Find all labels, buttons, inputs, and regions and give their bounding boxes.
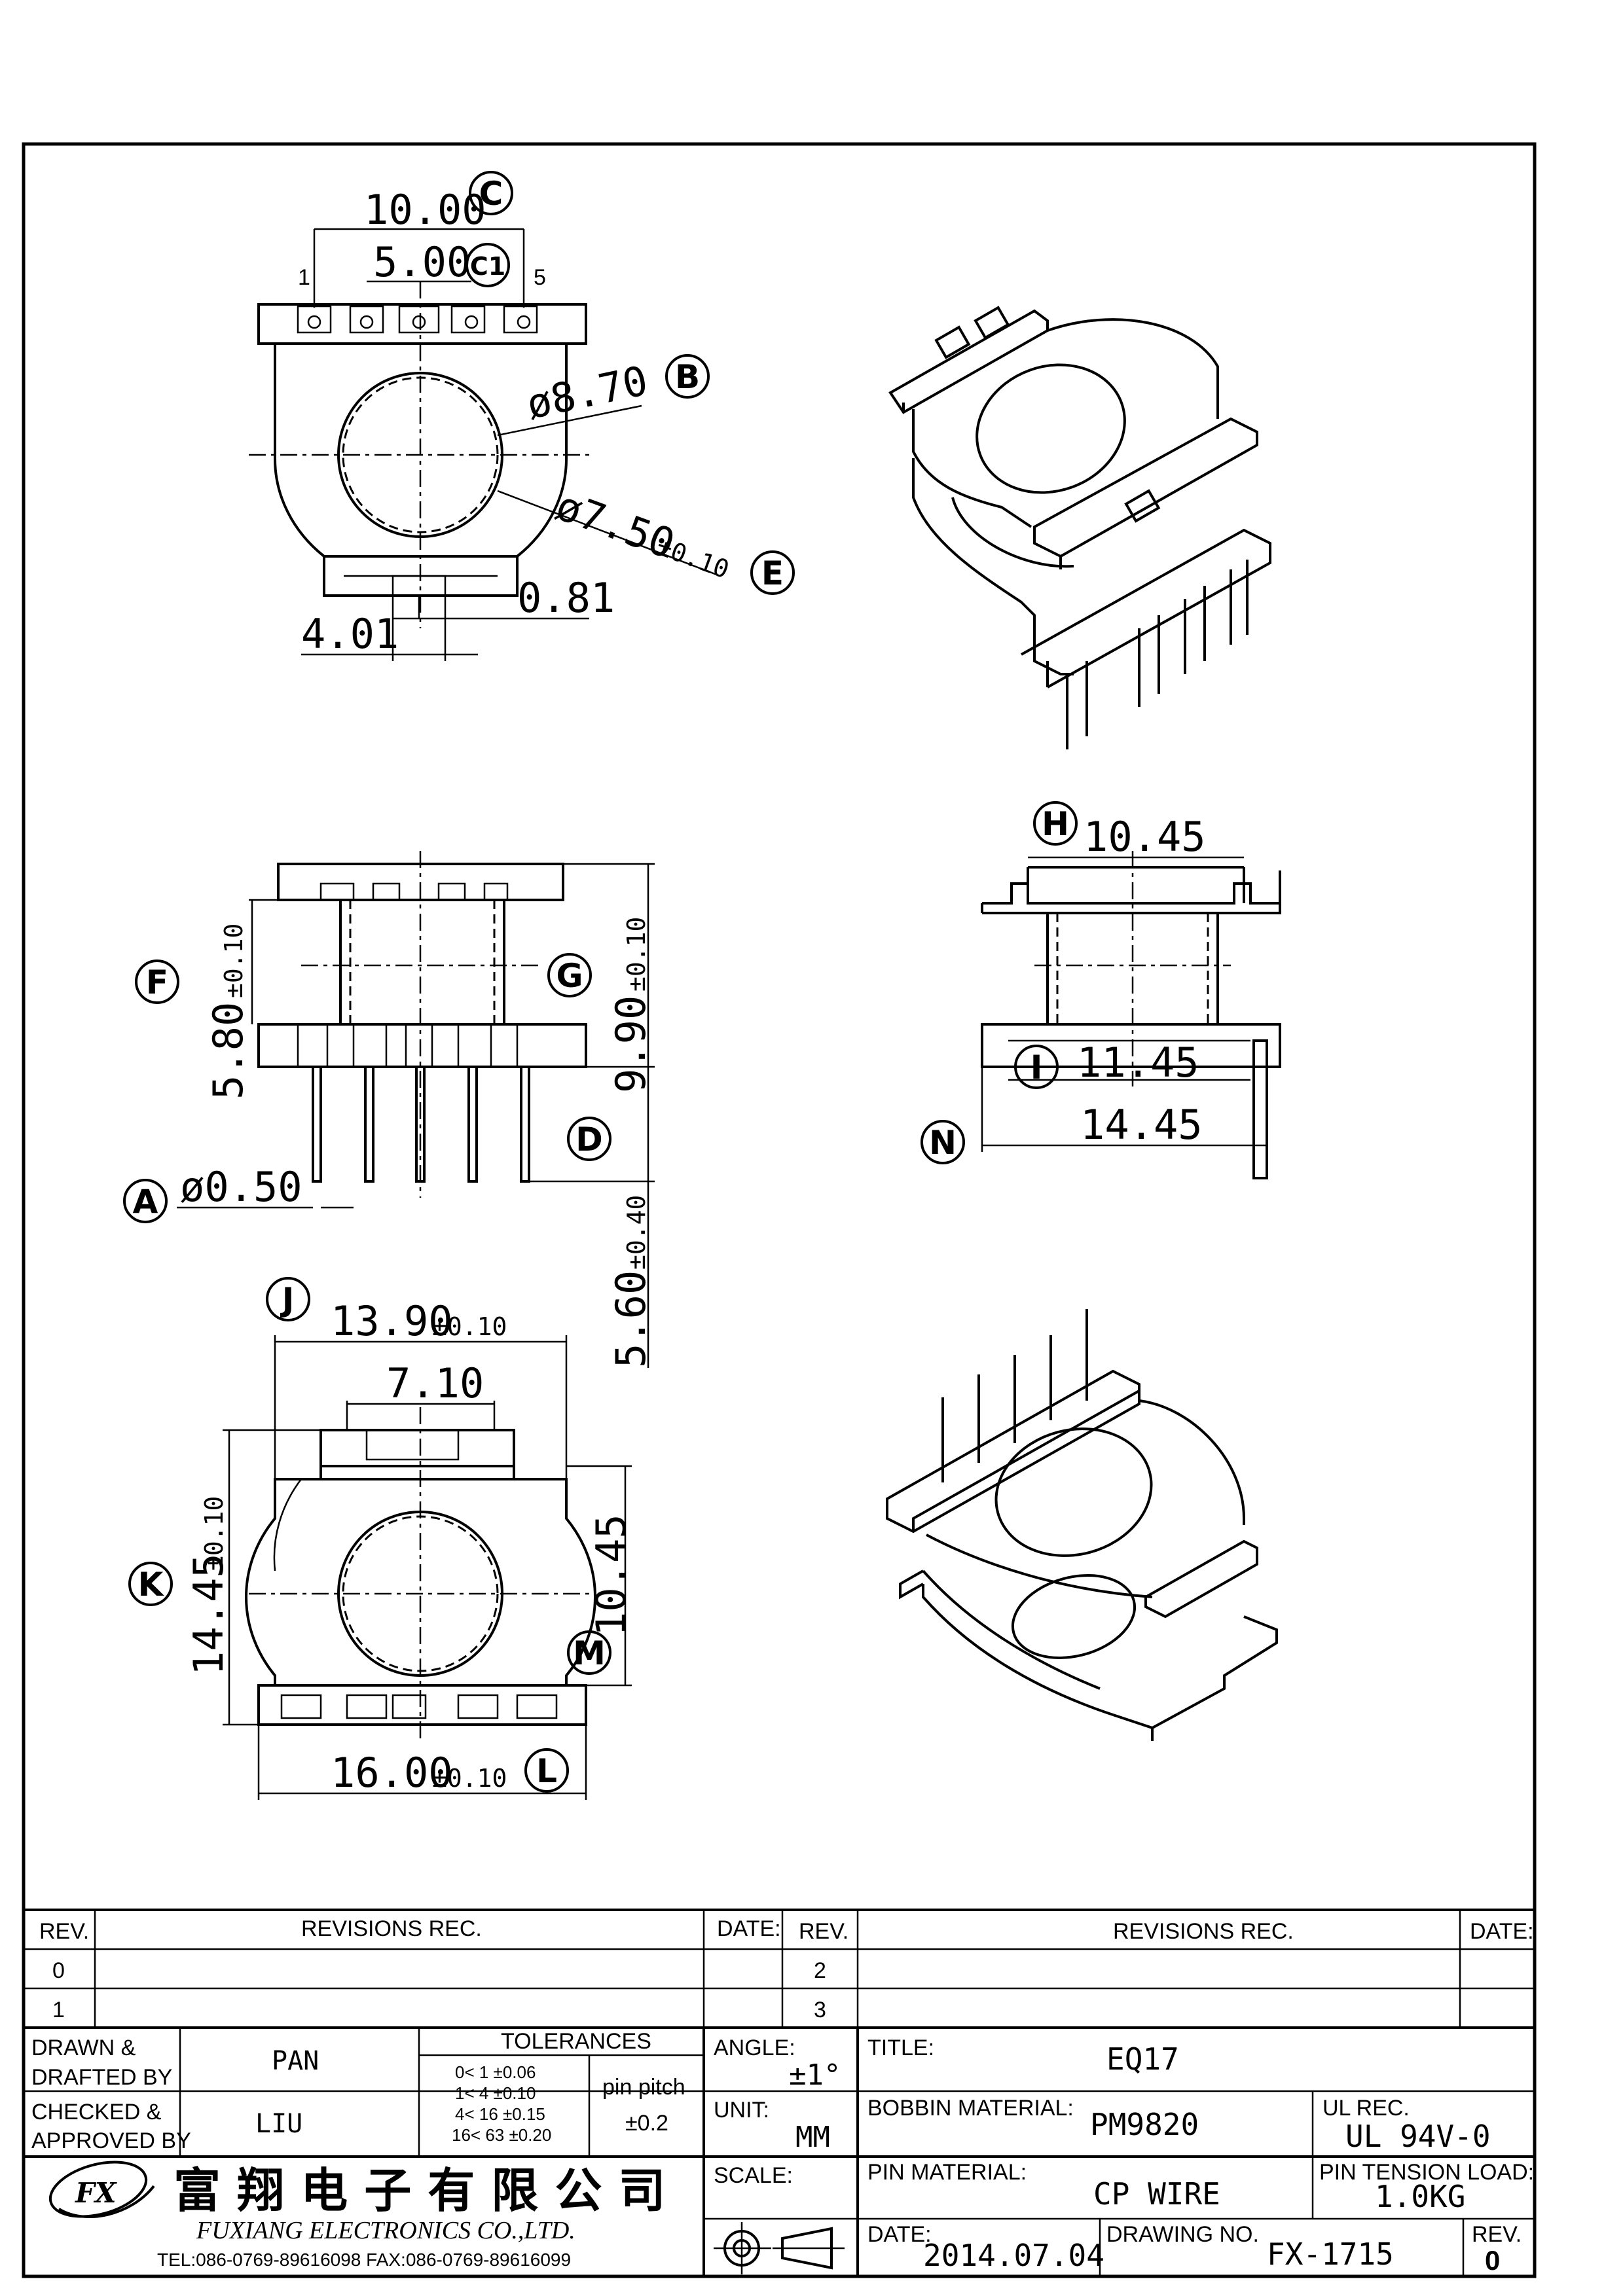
top-view: 10.00 C 5.00 C1 1 5 ø8.70 B ø7.50 ±0.10 …: [249, 171, 795, 661]
pin-material-label: PIN MATERIAL:: [867, 2160, 1027, 2185]
drawn-label-1: DRAWN &: [31, 2036, 136, 2060]
sheet-border: [22, 142, 1537, 2278]
drawing-no-value: FX-1715: [1267, 2236, 1394, 2272]
dim-j: 13.90: [331, 1297, 453, 1345]
title-value: EQ17: [1106, 2041, 1179, 2077]
revisions-header-left: REVISIONS REC.: [301, 1916, 482, 1941]
dim-n: 14.45: [1080, 1101, 1203, 1149]
dim-d: 5.60: [607, 1270, 655, 1368]
title-block: REV. REVISIONS REC. DATE: REV. REVISIONS…: [24, 1909, 1535, 2276]
label-j: J: [280, 1281, 295, 1319]
label-g: G: [556, 957, 583, 995]
label-l: L: [536, 1752, 557, 1790]
label-d: D: [575, 1121, 603, 1158]
label-k: K: [138, 1566, 165, 1604]
label-a: A: [133, 1183, 158, 1221]
pin-material-value: CP WIRE: [1093, 2176, 1220, 2212]
unit-value: MM: [795, 2121, 830, 2154]
company-en: FUXIANG ELECTRONICS CO.,LTD.: [196, 2217, 575, 2244]
pin-tension-label: PIN TENSION LOAD:: [1319, 2160, 1534, 2185]
pin-pitch-label: pin pitch: [602, 2075, 685, 2100]
drawn-label-2: DRAFTED BY: [31, 2065, 172, 2090]
logo-text: FX: [75, 2177, 117, 2209]
dim-k: 14.45: [185, 1553, 232, 1676]
ul-label: UL REC.: [1322, 2096, 1410, 2121]
dim-d-tol: ±0.40: [622, 1195, 651, 1270]
dim-k-tol: ±0.10: [200, 1496, 228, 1571]
dim-j-tol: ±0.10: [432, 1312, 507, 1341]
rev-row-2: 2: [814, 1958, 826, 1983]
drawing-no-label: DRAWING NO.: [1106, 2222, 1259, 2247]
tolerance-row-1: 0< 1 ±0.06: [455, 2062, 536, 2082]
angle-value: ±1°: [789, 2058, 841, 2092]
tolerance-row-3: 4< 16 ±0.15: [455, 2104, 545, 2124]
rev-label: REV.: [1472, 2222, 1522, 2247]
tolerances-label: TOLERANCES: [501, 2029, 651, 2054]
date-label: DATE:: [867, 2222, 932, 2247]
label-n: N: [929, 1124, 957, 1162]
company-contact: TEL:086-0769-89616098 FAX:086-0769-89616…: [157, 2250, 571, 2270]
ul-value: UL 94V-0: [1345, 2119, 1491, 2154]
dim-g: 9.90: [607, 996, 655, 1093]
dim-401: 4.01: [301, 610, 399, 658]
pin-tension-value: 1.0KG: [1375, 2179, 1465, 2214]
projection-symbol-icon: [714, 2222, 845, 2274]
rev-header-right: REV.: [799, 1919, 848, 1944]
drawn-by: PAN: [272, 2046, 319, 2076]
rev-header-left: REV.: [39, 1919, 89, 1944]
rev-row-0: 0: [52, 1958, 65, 1983]
bottom-view: 13.90 ±0.10 J 7.10 14.45 ±0.10 K 10.45 M…: [128, 1277, 635, 1800]
dim-c1: 5.00: [373, 238, 471, 286]
checked-by: LIU: [255, 2109, 302, 2139]
dim-l: 16.00: [331, 1749, 453, 1797]
rev-value: 0: [1485, 2245, 1500, 2276]
dim-m: 10.45: [587, 1514, 635, 1636]
tolerance-row-2: 1< 4 ±0.10: [455, 2083, 536, 2103]
end-view: 10.45 H 11.45 I 14.45 N: [921, 801, 1281, 1179]
rev-row-1: 1: [52, 1998, 65, 2022]
dim-g-tol: ±0.10: [622, 917, 651, 992]
title-label: TITLE:: [867, 2036, 934, 2060]
revisions-header-right: REVISIONS REC.: [1113, 1919, 1294, 1944]
pin-5-label: 5: [534, 265, 546, 290]
label-e: E: [761, 554, 784, 592]
date-value: 2014.07.04: [923, 2238, 1104, 2273]
dim-l-tol: ±0.10: [432, 1764, 507, 1793]
dim-710: 7.10: [386, 1359, 484, 1407]
date-header-left: DATE:: [717, 1916, 781, 1941]
checked-label-1: CHECKED &: [31, 2100, 162, 2125]
tolerance-row-4: 16< 63 ±0.20: [452, 2125, 551, 2145]
label-c: C: [479, 175, 503, 213]
bobbin-value: PM9820: [1090, 2107, 1199, 2142]
dim-f-tol: ±0.10: [219, 924, 248, 998]
unit-label: UNIT:: [714, 2098, 769, 2123]
dim-a: ø0.50: [180, 1163, 302, 1211]
pin-pitch: ±0.2: [625, 2111, 668, 2136]
side-view: 5.80 ±0.10 F 9.90 ±0.10 G 5.60 ±0.40 D ø…: [123, 851, 655, 1368]
checked-label-2: APPROVED BY: [31, 2128, 191, 2153]
bobbin-label: BOBBIN MATERIAL:: [867, 2096, 1074, 2121]
company-cn: 富 翔 电 子 有 限 公 司: [173, 2162, 665, 2218]
dim-e-tol: ±0.10: [653, 531, 733, 584]
dim-c: 10.00: [364, 186, 486, 234]
date-header-right: DATE:: [1470, 1919, 1534, 1944]
label-f: F: [146, 963, 168, 1001]
dim-f: 5.80: [204, 1002, 252, 1100]
label-h: H: [1042, 805, 1069, 843]
company-logo-icon: FX: [48, 2161, 155, 2218]
rev-row-3: 3: [814, 1998, 826, 2022]
scale-label: SCALE:: [714, 2163, 793, 2188]
label-b: B: [675, 358, 700, 396]
angle-label: ANGLE:: [714, 2036, 795, 2060]
iso-view-bottom: [886, 1309, 1278, 1741]
pin-1-label: 1: [298, 265, 310, 290]
dim-i: 11.45: [1077, 1039, 1199, 1086]
iso-view-top: [888, 306, 1271, 749]
dim-081: 0.81: [517, 574, 615, 622]
label-c1: C1: [470, 252, 505, 281]
label-m: M: [573, 1634, 606, 1672]
dim-h: 10.45: [1084, 813, 1206, 861]
label-i: I: [1030, 1049, 1043, 1086]
